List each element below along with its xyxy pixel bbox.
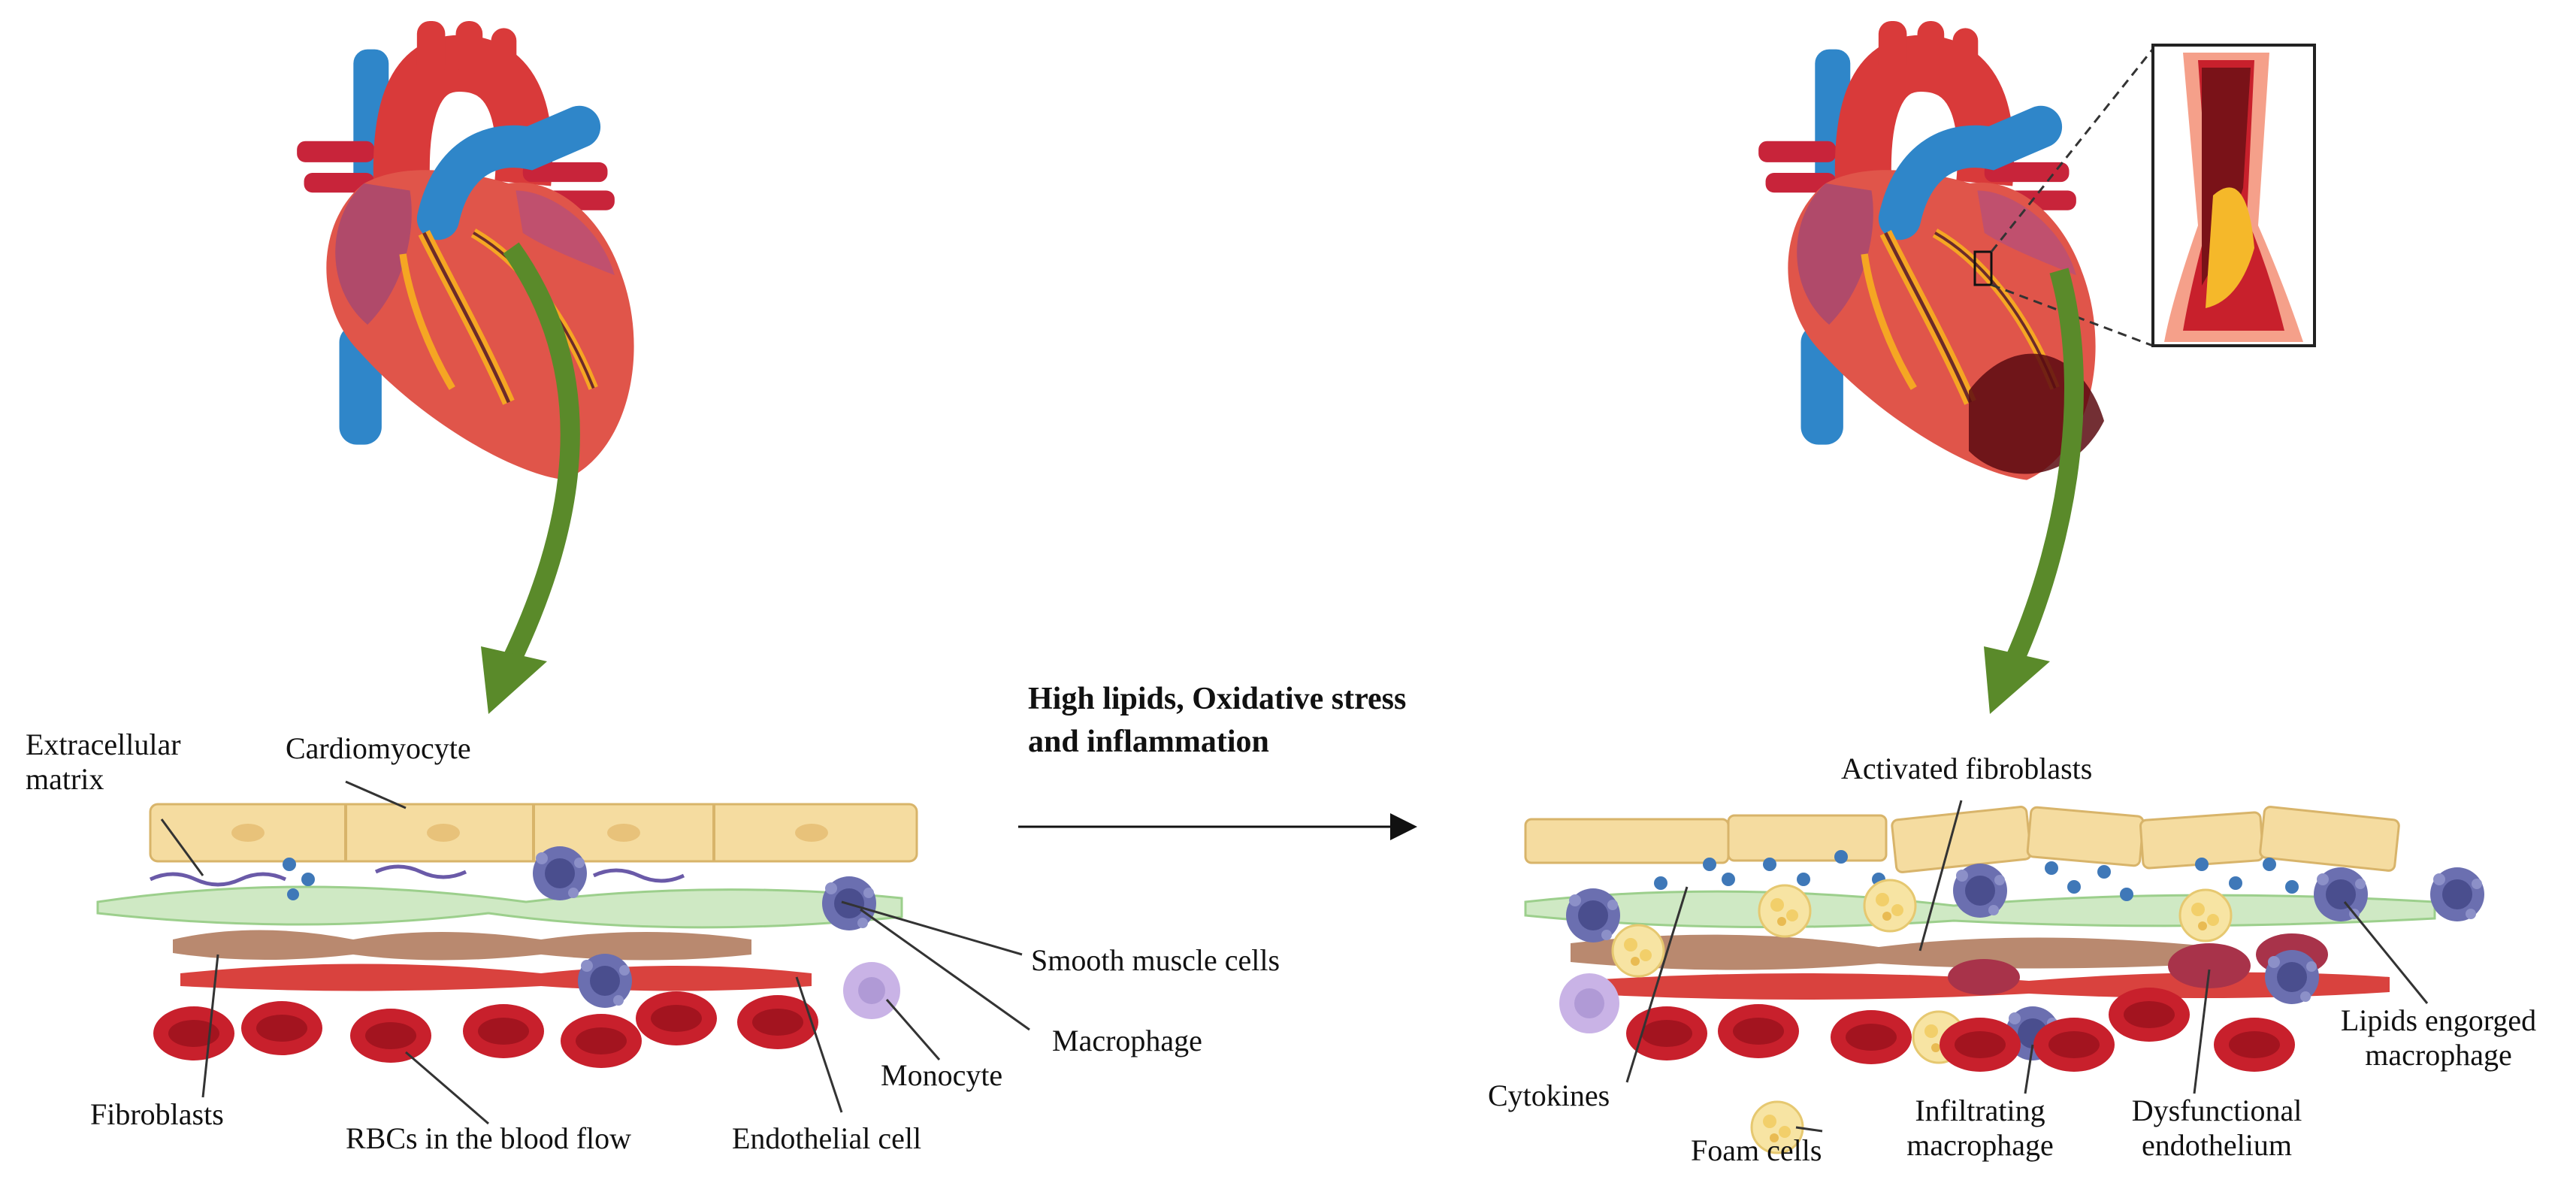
label-rbcs: RBCs in the blood flow [346,1121,632,1155]
diseased-tissue [1524,806,2484,1154]
label-cytokines: Cytokines [1488,1079,1610,1112]
label-extracellular-line-1: Extracellular [26,728,181,761]
label-infiltrating-line-1: Infiltrating [1915,1094,2045,1127]
healthy-tissue [96,803,918,1068]
label-activated-fibroblasts: Activated fibroblasts [1841,752,2093,785]
condition-line-1: High lipids, Oxidative stress [1028,682,1407,716]
healthy-arrow [502,242,580,666]
diseased-arrow [2005,268,2084,666]
label-extracellular-matrix: Extracellular matrix [26,728,181,797]
healthy-leaders [160,780,1030,1125]
label-smooth-muscle-cells: Smooth muscle cells [1031,943,1280,977]
label-infiltrating-line-2: macrophage [1906,1128,2054,1162]
label-endothelial-cell: Endothelial cell [732,1121,922,1155]
label-infiltrating-macrophage: Infiltrating macrophage [1875,1094,2085,1163]
label-foam-cells: Foam cells [1691,1133,1822,1167]
label-lipids-line-1: Lipids engorged [2340,1003,2537,1037]
label-lipids-line-2: macrophage [2365,1038,2512,1072]
label-dysfunctional-line-2: endothelium [2142,1128,2292,1162]
label-cardiomyocyte: Cardiomyocyte [286,731,471,765]
label-fibroblasts: Fibroblasts [90,1097,224,1131]
label-macrophage: Macrophage [1052,1024,1202,1057]
label-extracellular-line-2: matrix [26,762,104,796]
diseased-leaders [1625,800,2429,1133]
condition-text: High lipids, Oxidative stress and inflam… [1028,678,1509,763]
label-monocyte: Monocyte [881,1058,1003,1092]
label-dysfunctional-endothelium: Dysfunctional endothelium [2104,1094,2330,1163]
healthy-heart [297,21,633,480]
label-dysfunctional-line-1: Dysfunctional [2131,1094,2302,1127]
label-lipids-engorged-macrophage: Lipids engorged macrophage [2314,1003,2562,1073]
condition-line-2: and inflammation [1028,724,1269,759]
